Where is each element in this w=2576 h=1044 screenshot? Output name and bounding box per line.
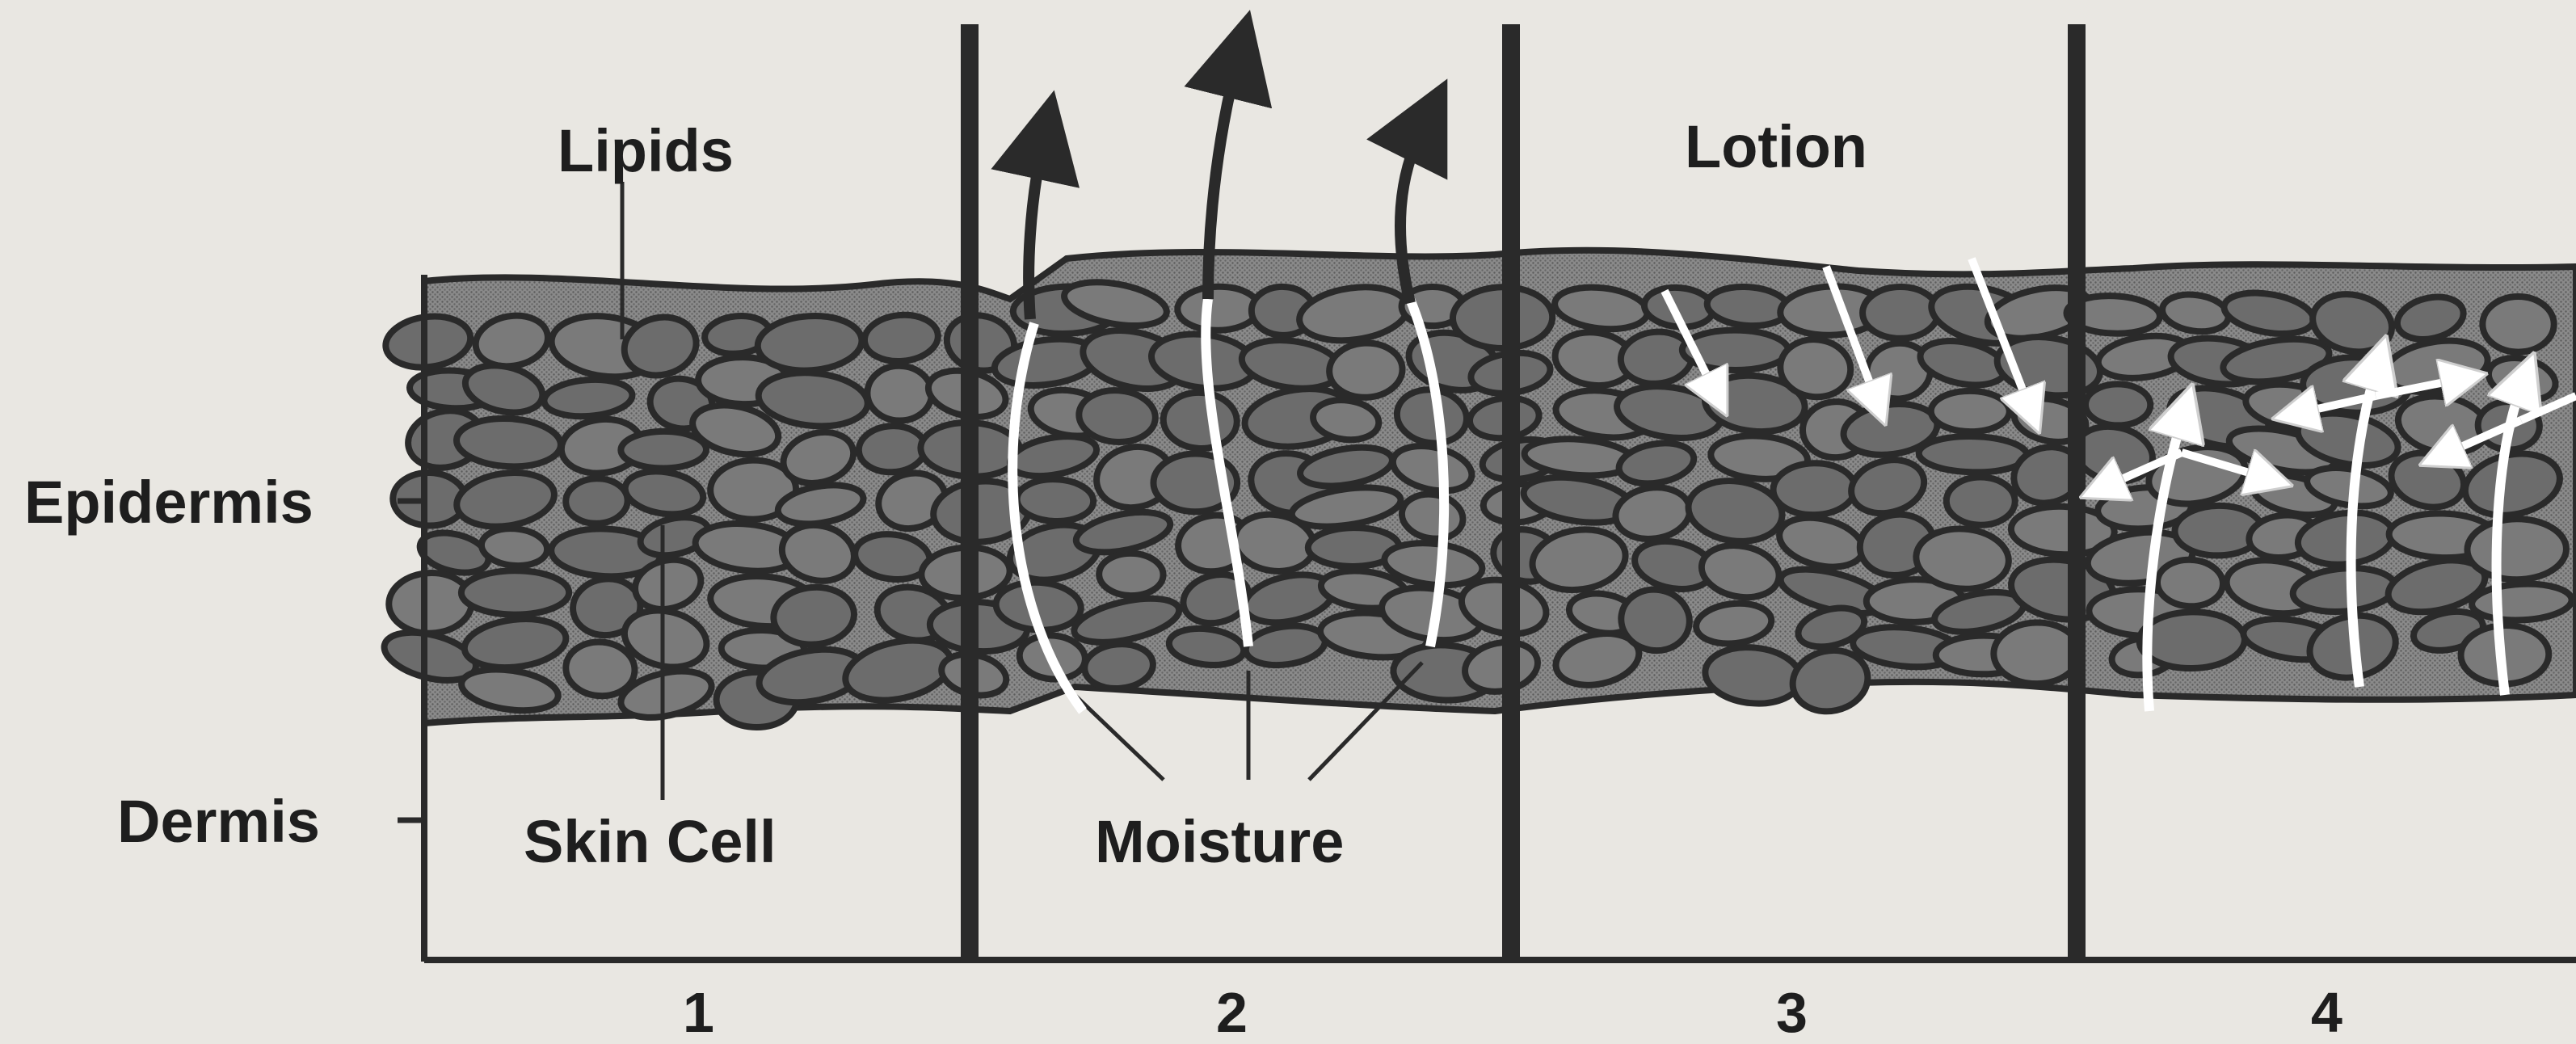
skin-cell <box>1918 436 2027 474</box>
skin-cell <box>1162 390 1239 450</box>
lipids-label: Lipids <box>558 121 734 181</box>
skin-cell <box>857 424 926 474</box>
skin-cell <box>1947 477 2015 525</box>
panel-number-2: 2 <box>1216 984 1248 1041</box>
skin-cell <box>2157 558 2224 608</box>
skin-cell <box>2471 582 2573 622</box>
panel-number-1: 1 <box>683 984 714 1041</box>
panel-number-3: 3 <box>1776 984 1808 1041</box>
skin-cell <box>2086 384 2151 426</box>
skin-cell <box>2467 519 2566 580</box>
skin-cell <box>1099 553 1164 596</box>
skin-cell <box>1863 287 1938 339</box>
skin-cell <box>2139 611 2246 669</box>
moisture-leader-left <box>1075 695 1164 780</box>
skin-cell <box>1993 621 2081 684</box>
skin-cell <box>455 416 562 469</box>
skin-cell <box>1077 388 1157 444</box>
skin-cell <box>867 365 932 422</box>
skin-cell <box>621 431 706 468</box>
skin-cell <box>1914 526 2010 592</box>
panel-number-4: 4 <box>2311 984 2342 1041</box>
lotion-label: Lotion <box>1685 117 1867 177</box>
epidermis-label: Epidermis <box>24 473 314 533</box>
skin-cell <box>1931 391 2010 432</box>
skin-cell <box>2482 297 2553 352</box>
skin-cell <box>461 570 569 615</box>
skin-cell <box>1177 286 1260 331</box>
moisture-label: Moisture <box>1095 812 1344 872</box>
skin-cell <box>1017 478 1094 523</box>
skin-cell <box>565 478 628 524</box>
skin-cell <box>1328 341 1404 399</box>
skin-cell <box>1773 462 1856 516</box>
skin-cell-label: Skin Cell <box>524 812 777 872</box>
dermis-label: Dermis <box>117 792 320 852</box>
skin-cell <box>388 571 474 635</box>
